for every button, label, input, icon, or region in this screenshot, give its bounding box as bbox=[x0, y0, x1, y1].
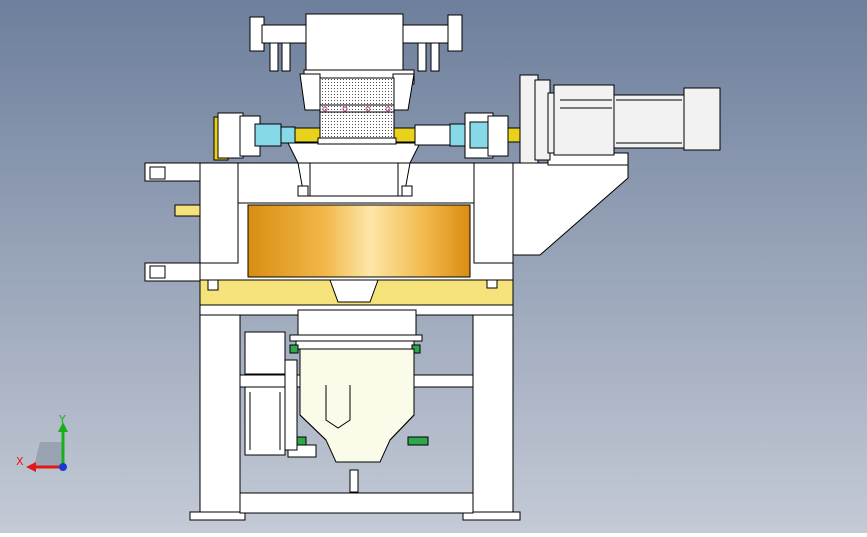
triad-x-arrow bbox=[26, 462, 36, 472]
drive-motor bbox=[519, 74, 721, 164]
grinding-drum bbox=[247, 204, 471, 278]
triad-y-arrow bbox=[58, 422, 68, 432]
feed-chute bbox=[287, 142, 421, 197]
triad-x-label: X bbox=[16, 455, 24, 468]
triad-z-axis bbox=[59, 463, 67, 471]
drive-pulley bbox=[244, 331, 298, 456]
main-shaft bbox=[213, 112, 543, 161]
discharge-hopper bbox=[287, 309, 429, 493]
top-manifold bbox=[249, 14, 463, 72]
triad-y-label: Y bbox=[59, 413, 66, 426]
coordinate-triad bbox=[26, 422, 68, 472]
triad-base-wedge bbox=[34, 442, 62, 466]
screen-rotor bbox=[299, 13, 415, 145]
